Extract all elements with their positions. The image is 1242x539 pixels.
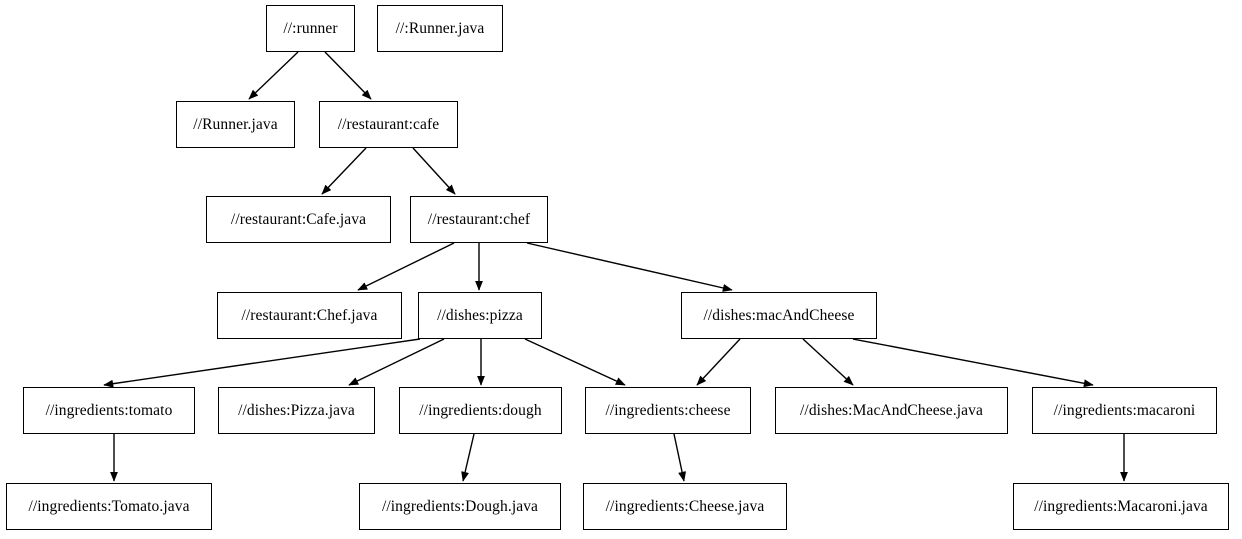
graph-node-label: //:runner — [283, 19, 338, 37]
graph-node-label: //:Runner.java — [395, 19, 485, 37]
graph-node-cheese_java[interactable]: //ingredients:Cheese.java — [583, 483, 787, 530]
graph-node-label: //ingredients:Dough.java — [381, 497, 539, 515]
graph-node-label: //restaurant:cafe — [337, 115, 440, 133]
graph-node-label: //ingredients:macaroni — [1053, 401, 1196, 419]
graph-node-label: //dishes:macAndCheese — [703, 306, 855, 324]
graph-edge — [802, 338, 854, 386]
graph-edge — [461, 433, 475, 482]
graph-node-tomato_java[interactable]: //ingredients:Tomato.java — [6, 483, 212, 530]
graph-edge — [526, 242, 733, 292]
graph-edge — [852, 338, 1094, 388]
graph-edge — [696, 338, 741, 386]
graph-node-restaurant_chef[interactable]: //restaurant:chef — [410, 196, 548, 243]
graph-node-ing_dough[interactable]: //ingredients:dough — [399, 387, 562, 434]
graph-edge — [357, 242, 455, 291]
graph-node-label: //restaurant:Chef.java — [241, 306, 378, 324]
graph-node-dough_java[interactable]: //ingredients:Dough.java — [359, 483, 561, 530]
graph-node-cafe_java[interactable]: //restaurant:Cafe.java — [206, 196, 391, 243]
graph-node-dishes_mac[interactable]: //dishes:macAndCheese — [681, 292, 877, 339]
graph-node-label: //ingredients:Cheese.java — [605, 497, 765, 515]
graph-node-pizza_java[interactable]: //dishes:Pizza.java — [218, 387, 375, 434]
graph-node-chef_java[interactable]: //restaurant:Chef.java — [217, 292, 402, 339]
graph-node-restaurant_cafe[interactable]: //restaurant:cafe — [319, 101, 458, 148]
graph-node-runner_java[interactable]: //Runner.java — [176, 101, 295, 148]
graph-edge — [348, 338, 445, 386]
graph-edge — [524, 338, 626, 386]
graph-node-ing_cheese[interactable]: //ingredients:cheese — [585, 387, 751, 434]
graph-node-macaroni_java[interactable]: //ingredients:Macaroni.java — [1013, 483, 1229, 530]
graph-node-label: //dishes:Pizza.java — [238, 401, 355, 419]
graph-node-label: //ingredients:tomato — [45, 401, 173, 419]
graph-node-ing_tomato[interactable]: //ingredients:tomato — [23, 387, 195, 434]
graph-node-label: //ingredients:Macaroni.java — [1034, 497, 1208, 515]
graph-node-label: //Runner.java — [193, 115, 278, 133]
graph-node-ing_macaroni[interactable]: //ingredients:macaroni — [1032, 387, 1217, 434]
graph-node-dishes_pizza[interactable]: //dishes:pizza — [418, 292, 542, 339]
graph-node-label: //ingredients:cheese — [605, 401, 731, 419]
graph-node-mac_java[interactable]: //dishes:MacAndCheese.java — [775, 387, 1008, 434]
graph-node-root_runner_java[interactable]: //:Runner.java — [377, 5, 503, 52]
graph-node-label: //restaurant:chef — [427, 210, 531, 228]
graph-edge — [103, 338, 421, 388]
graph-edge — [248, 51, 299, 100]
graph-node-label: //ingredients:dough — [419, 401, 542, 419]
graph-node-label: //dishes:MacAndCheese.java — [800, 401, 983, 419]
graph-node-label: //restaurant:Cafe.java — [230, 210, 367, 228]
graph-edge — [673, 433, 686, 482]
graph-edge — [412, 147, 456, 195]
graph-node-label: //dishes:pizza — [437, 306, 523, 324]
graph-edge — [324, 51, 372, 100]
graph-node-runner[interactable]: //:runner — [266, 5, 355, 52]
graph-edge — [321, 147, 367, 195]
graph-node-label: //ingredients:Tomato.java — [28, 497, 190, 515]
